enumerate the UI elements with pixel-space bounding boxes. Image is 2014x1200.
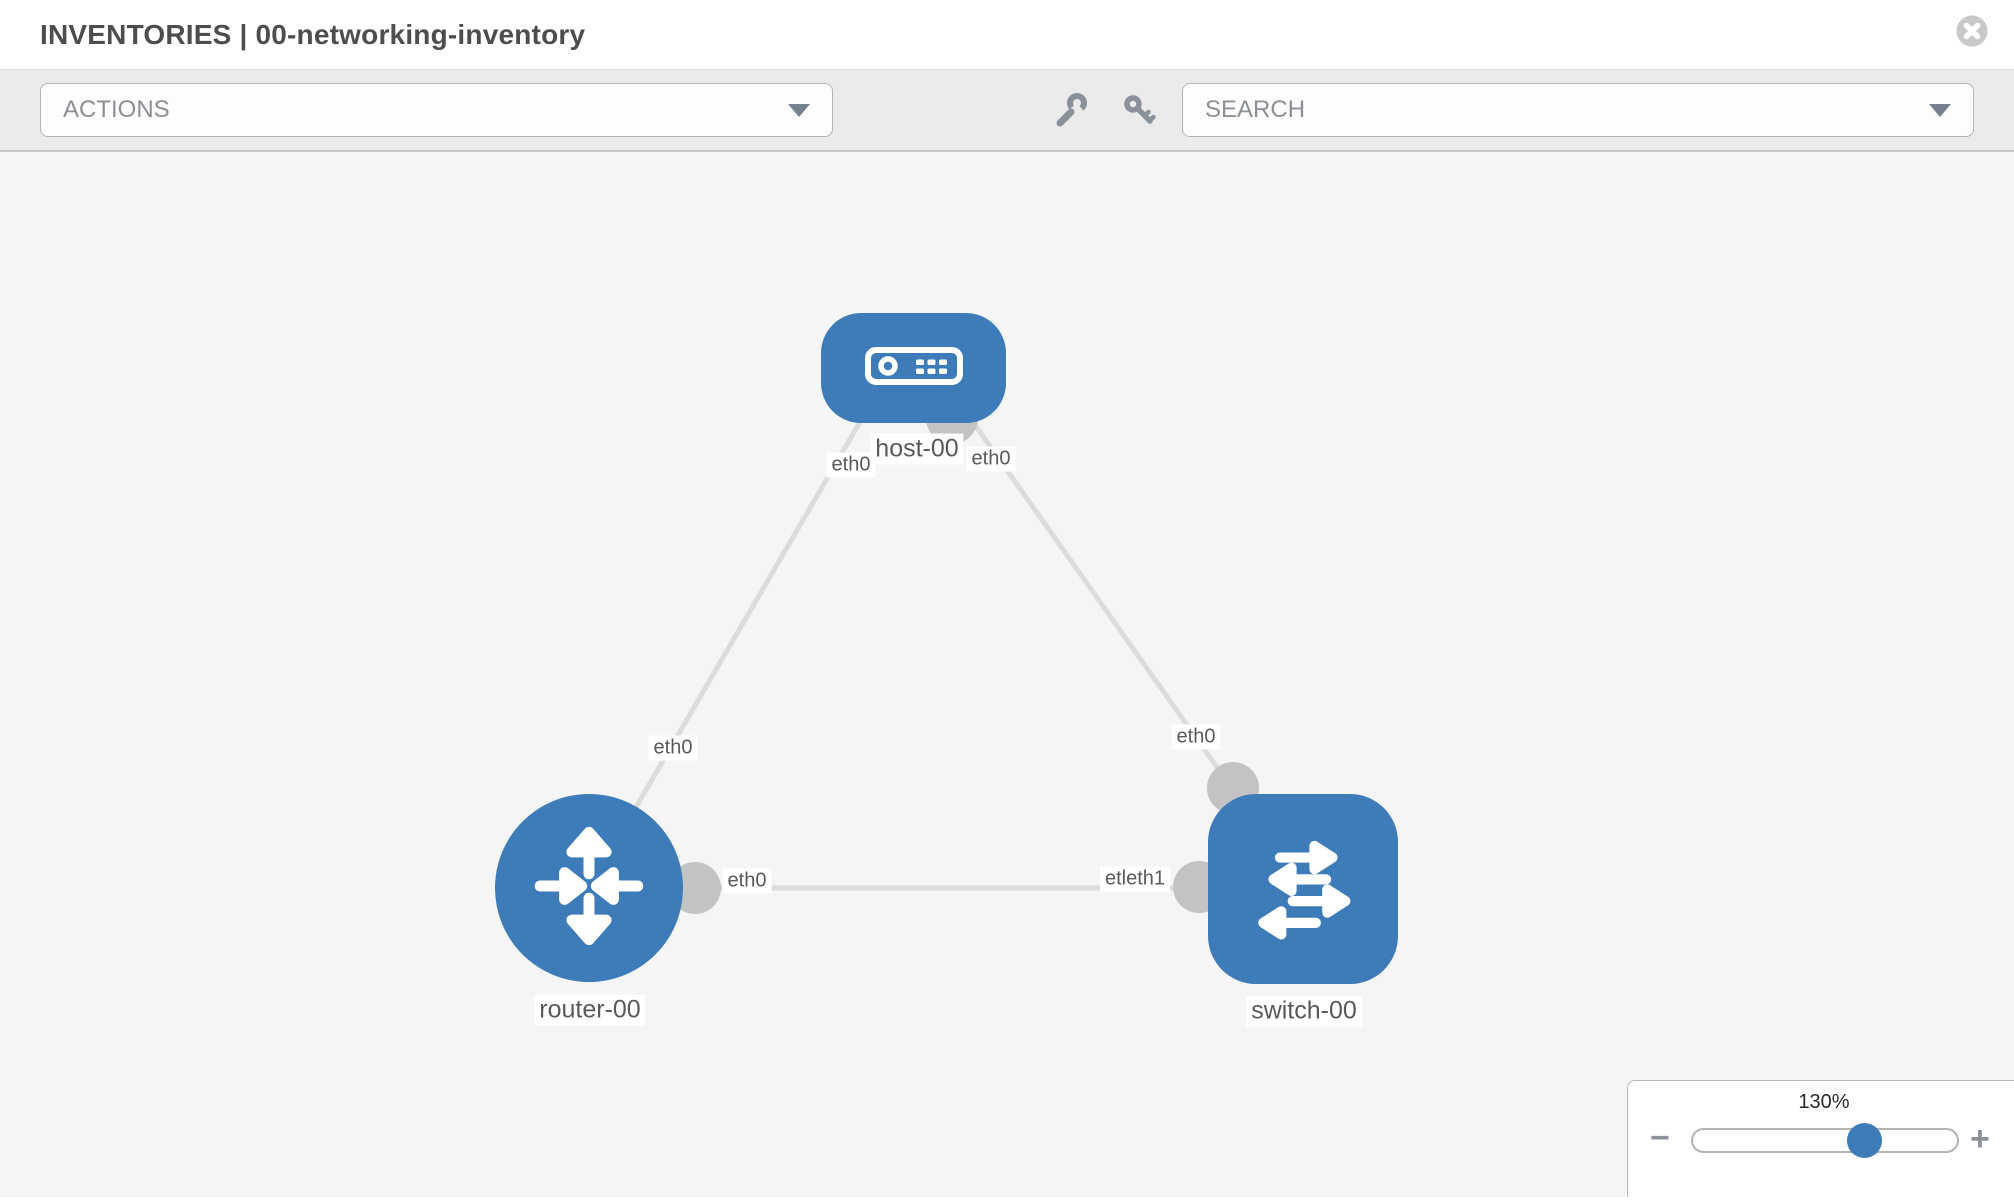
zoom-panel: 130% − + xyxy=(1627,1080,2014,1197)
zoom-slider-thumb[interactable] xyxy=(1847,1123,1882,1158)
zoom-level: 130% xyxy=(1798,1091,1850,1113)
page-title: INVENTORIES | 00-networking-inventory xyxy=(40,18,586,50)
actions-dropdown-label: ACTIONS xyxy=(63,96,170,123)
interface-label: eth0 xyxy=(966,446,1016,472)
chevron-down-icon xyxy=(788,103,810,117)
title-bar: INVENTORIES | 00-networking-inventory xyxy=(0,0,2014,70)
interface-label: eth0 xyxy=(648,735,698,761)
interface-label: eth0 xyxy=(722,868,772,894)
wrench-icon xyxy=(1052,93,1088,131)
configure-button[interactable] xyxy=(1052,92,1088,128)
actions-dropdown[interactable]: ACTIONS xyxy=(40,83,833,137)
node-switch-00[interactable] xyxy=(1208,794,1398,984)
topology-links xyxy=(586,420,1306,891)
router-icon xyxy=(528,825,650,952)
toolbar: ACTIONS xyxy=(0,70,2014,152)
close-button[interactable] xyxy=(1956,15,1988,47)
zoom-slider-track[interactable] xyxy=(1691,1128,1959,1153)
credentials-button[interactable] xyxy=(1122,93,1156,127)
minus-icon: − xyxy=(1650,1119,1670,1157)
chevron-down-icon xyxy=(1929,103,1951,117)
topology-canvas[interactable]: host-00 eth0 eth0 eth0 eth0 eth0 etleth1… xyxy=(0,152,2014,1197)
search-dropdown-label: SEARCH xyxy=(1205,96,1306,123)
search-dropdown[interactable]: SEARCH xyxy=(1182,83,1974,137)
node-router-00[interactable] xyxy=(495,794,683,982)
node-host-00[interactable] xyxy=(821,313,1006,423)
interface-label: etleth1 xyxy=(1099,866,1171,892)
toolbar-icon-group xyxy=(1052,92,1156,128)
zoom-in-button[interactable]: + xyxy=(1970,1122,1990,1156)
node-label-switch: switch-00 xyxy=(1246,995,1362,1027)
plus-icon: + xyxy=(1970,1120,1990,1158)
switch-icon xyxy=(1239,823,1367,956)
interface-label: eth0 xyxy=(826,452,876,478)
node-label-router: router-00 xyxy=(534,994,646,1026)
close-icon xyxy=(1956,15,1988,50)
interface-label: eth0 xyxy=(1171,724,1221,750)
zoom-out-button[interactable]: − xyxy=(1650,1121,1670,1155)
host-icon xyxy=(864,335,964,402)
key-icon xyxy=(1122,95,1156,130)
node-label-host: host-00 xyxy=(870,433,964,465)
